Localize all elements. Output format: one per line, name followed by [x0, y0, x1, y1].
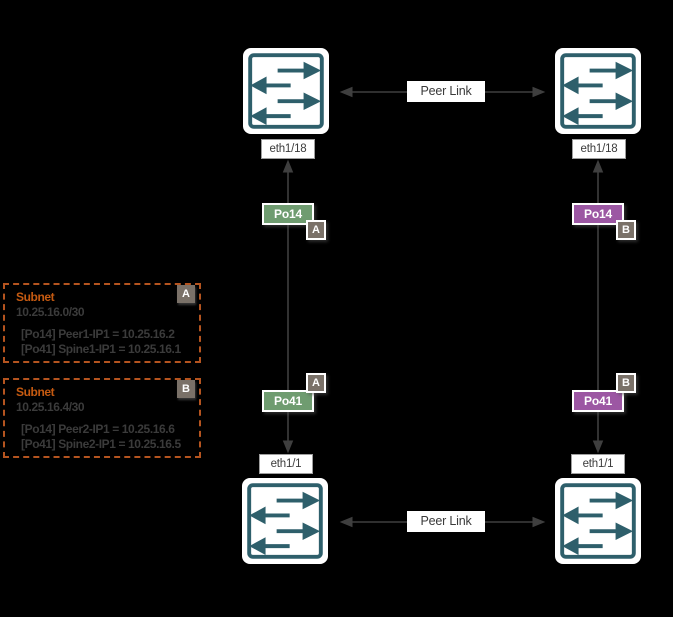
zone-chip-po41-right: B	[616, 373, 636, 393]
port-badge-po41-left: Po41	[262, 390, 314, 412]
subnet-cidr: 10.25.16.4/30	[16, 400, 85, 414]
switch-icon	[560, 483, 636, 559]
eth-label-bottom-left: eth1/1	[259, 454, 313, 474]
switch-icon	[248, 53, 324, 129]
switch-icon	[247, 483, 323, 559]
switch-bottom-left	[242, 478, 328, 564]
peer-link-label-top: Peer Link	[407, 81, 485, 102]
subnet-title: Subnet	[16, 290, 55, 304]
switch-top-right	[555, 48, 641, 134]
peer-link-label-bottom: Peer Link	[407, 511, 485, 532]
eth-label-top-right: eth1/18	[572, 139, 626, 159]
port-badge-po14-right: Po14	[572, 203, 624, 225]
subnet-entry: [Po41] Spine2-IP1 = 10.25.16.5	[21, 437, 181, 451]
subnet-box-a: A Subnet 10.25.16.0/30 [Po14] Peer1-IP1 …	[3, 283, 201, 363]
subnet-box-b: B Subnet 10.25.16.4/30 [Po14] Peer2-IP1 …	[3, 378, 201, 458]
subnet-title: Subnet	[16, 385, 55, 399]
subnet-entry: [Po41] Spine1-IP1 = 10.25.16.1	[21, 342, 181, 356]
port-badge-po41-right: Po41	[572, 390, 624, 412]
subnet-entry: [Po14] Peer2-IP1 = 10.25.16.6	[21, 422, 175, 436]
subnet-entry: [Po14] Peer1-IP1 = 10.25.16.2	[21, 327, 175, 341]
subnet-entries: [Po14] Peer1-IP1 = 10.25.16.2 [Po41] Spi…	[21, 327, 188, 357]
subnet-entries: [Po14] Peer2-IP1 = 10.25.16.6 [Po41] Spi…	[21, 422, 188, 452]
subnet-cidr: 10.25.16.0/30	[16, 305, 85, 319]
eth-label-top-left: eth1/18	[261, 139, 315, 159]
zone-chip-po14-right: B	[616, 220, 636, 240]
zone-chip-po14-left: A	[306, 220, 326, 240]
subnet-zone-badge: B	[177, 380, 195, 398]
zone-chip-po41-left: A	[306, 373, 326, 393]
switch-top-left	[243, 48, 329, 134]
switch-icon	[560, 53, 636, 129]
switch-bottom-right	[555, 478, 641, 564]
port-badge-po14-left: Po14	[262, 203, 314, 225]
subnet-zone-badge: A	[177, 285, 195, 303]
eth-label-bottom-right: eth1/1	[571, 454, 625, 474]
